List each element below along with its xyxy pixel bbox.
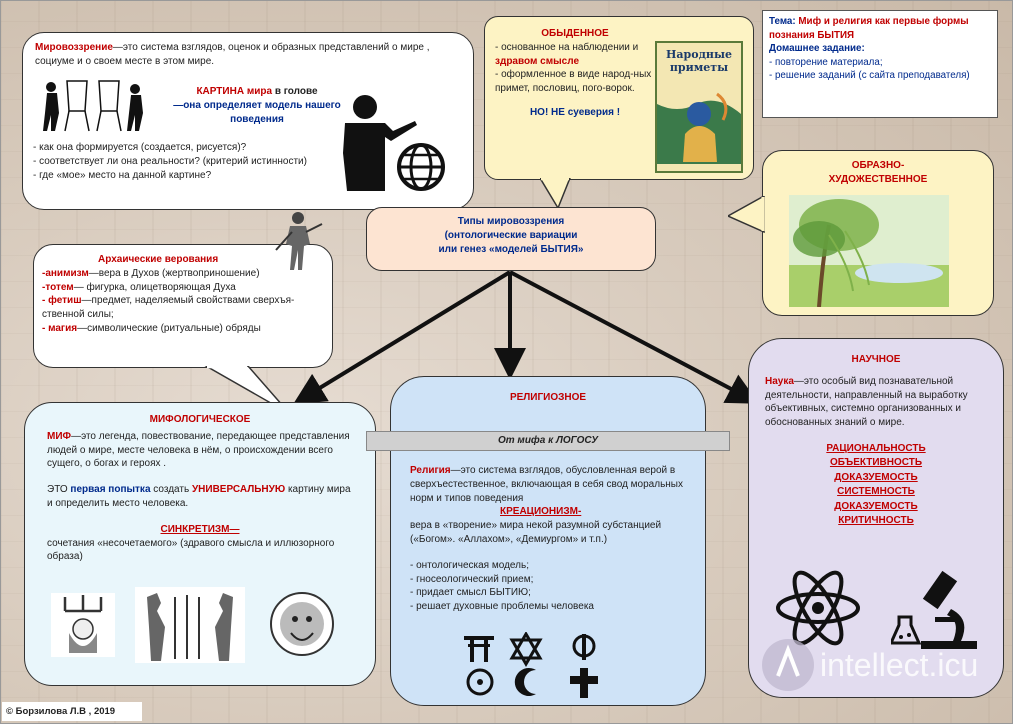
topic-title: Миф и религия как первые формы познания … — [769, 16, 969, 41]
picture-title: КАРТИНА мира в голове —она определяет мо… — [173, 86, 341, 125]
myth-definition: МИФ—это легенда, повествование, передающ… — [47, 430, 350, 470]
archaic-item-magic: - магия—символические (ритуальные) обряд… — [42, 322, 261, 334]
science-definition: Наука—это особый вид познавательной деят… — [765, 375, 968, 429]
religion-content: Религия—это система взглядов, обусловлен… — [410, 464, 696, 614]
syncretism-text: сочетания «несочетаемого» (здравого смыс… — [47, 537, 335, 563]
arrow-to-myth — [293, 270, 512, 405]
religion-title: РЕЛИГИОЗНОЕ — [509, 392, 587, 403]
watermark-logo-icon: intellect.icu — [762, 639, 978, 691]
artistic-box: ОБРАЗНО-ХУДОЖЕСТВЕННОЕ — [762, 150, 994, 316]
religion-list: - онтологическая модель; - гносеологичес… — [410, 559, 594, 613]
creationism-text: вера в «творение» мира некой разумной су… — [410, 520, 662, 545]
religion-definition: Религия—это система взглядов, обусловлен… — [410, 465, 683, 504]
creationism-title: КРЕАЦИОНИЗМ- — [500, 506, 582, 518]
mythological-box: МИФОЛОГИЧЕСКОЕ МИФ—это легенда, повество… — [24, 402, 376, 686]
poseidon-icon — [51, 593, 115, 657]
artistic-title: ОБРАЗНО-ХУДОЖЕСТВЕННОЕ — [828, 160, 928, 185]
myth-title: МИФОЛОГИЧЕСКОЕ — [149, 414, 251, 425]
religious-symbols-icon — [464, 632, 598, 698]
everyday-text: - основанное на наблюдении и здравом смы… — [495, 41, 655, 120]
painter-silhouette-icon — [43, 80, 143, 132]
picture-subtitle: —она определяет модель нашего поведения — [173, 99, 341, 125]
scientific-box: НАУЧНОЕ Наука—это особый вид познаватель… — [748, 338, 1004, 698]
everyday-box: ОБЫДЕННОЕ - основанное на наблюдении и з… — [484, 16, 754, 180]
worldview-questions: - как она формируется (создается, рисует… — [33, 142, 307, 181]
worldview-types-box: Типы мировоззрения (онтологические вариа… — [366, 207, 656, 271]
landscape-image — [789, 195, 949, 307]
omens-illustration-icon — [657, 93, 741, 165]
syncretism-title: СИНКРЕТИЗМ— — [160, 523, 240, 535]
myth-to-logos-bar: От мифа к ЛОГОСУ — [366, 431, 730, 451]
watermark-text: intellect.icu — [820, 647, 978, 683]
everyday-note: НО! НЕ суеверия ! — [529, 106, 621, 118]
arrow-to-science — [509, 270, 760, 404]
archaic-beliefs-box: Архаические верования -анимизм—вера в Ду… — [33, 244, 333, 368]
worldview-term: Мировоззрение — [35, 42, 113, 53]
center-line-1: Типы мировоззрения — [457, 216, 565, 227]
everyday-title: ОБЫДЕННОЕ — [541, 28, 609, 39]
artistic-tail — [728, 196, 765, 234]
archaic-item-totem: -тотем— фигурка, олицетворяющая Духа — [42, 281, 236, 293]
worldview-box: Мировоззрение—это система взглядов, оцен… — [22, 32, 474, 210]
archaic-title: Архаические верования — [98, 254, 219, 265]
homework-label: Домашнее задание: — [769, 43, 865, 55]
myth-attempt: ЭТО первая попытка создать УНИВЕРСАЛЬНУЮ… — [47, 484, 351, 509]
copyright: © Борзилова Л.В , 2019 — [2, 702, 142, 721]
atom-icon — [776, 570, 860, 646]
god-face-icon — [270, 592, 334, 656]
everyday-tail — [540, 178, 571, 210]
worldview-definition: Мировоззрение—это система взглядов, оцен… — [35, 42, 430, 67]
archaic-item-animism: -анимизм—вера в Духов (жертвоприношение) — [42, 267, 260, 279]
center-line-3: или генез «моделей БЫТИЯ» — [438, 243, 584, 255]
folk-omens-book-image: Народные приметы — [655, 41, 743, 173]
archaic-item-fetish: - фетиш—предмет, наделяемый свойствами с… — [42, 295, 295, 321]
microscope-icon — [891, 570, 977, 649]
egyptian-gods-icon — [135, 587, 245, 663]
science-title: НАУЧНОЕ — [851, 354, 901, 365]
science-criteria: РАЦИОНАЛЬНОСТЬ ОБЪЕКТИВНОСТЬ ДОКАЗУЕМОСТ… — [826, 442, 926, 527]
man-with-globe-icon — [343, 95, 445, 191]
caveman-icon — [275, 212, 323, 270]
topic-box: Тема: Миф и религия как первые формы поз… — [762, 10, 998, 118]
center-line-2: (онтологические вариации — [444, 229, 578, 241]
